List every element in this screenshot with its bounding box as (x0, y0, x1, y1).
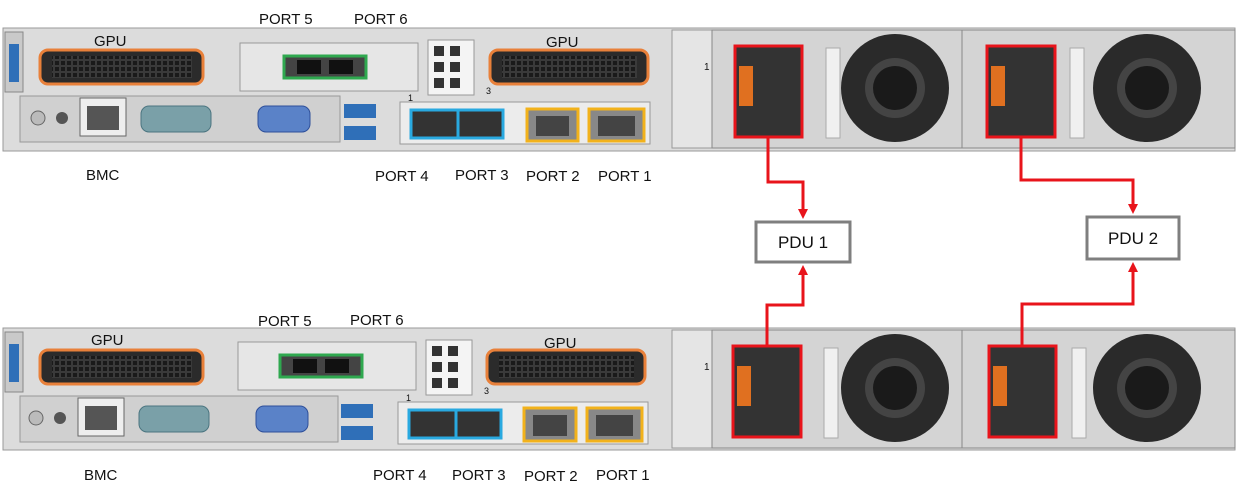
psu-bay (671, 329, 713, 449)
usb-port-2 (341, 426, 373, 440)
system-id-button (30, 110, 46, 126)
gpu-right-label: GPU (546, 34, 579, 51)
port-4 (409, 108, 460, 140)
cable-server1-psu2-to-pdu2 (1019, 138, 1138, 214)
port-1-label: PORT 1 (596, 467, 650, 484)
port-4 (407, 408, 458, 440)
cable-server1-psu1-to-pdu1 (766, 138, 808, 219)
power-cables (765, 138, 1138, 346)
port-4-label: PORT 4 (375, 168, 429, 185)
port-5-6-sfp (278, 353, 364, 379)
psu-slot-label: 1 (704, 62, 710, 73)
psu-1-fan (841, 334, 949, 442)
port-6-label: PORT 6 (350, 312, 404, 329)
port-3-label: PORT 3 (455, 167, 509, 184)
slot-a-label: 1 (406, 393, 411, 403)
power-indicator (56, 112, 68, 124)
slot-a-label: 1 (408, 93, 413, 103)
release-latch (9, 344, 19, 382)
bmc-label: BMC (84, 467, 118, 484)
port-1-label: PORT 1 (598, 168, 652, 185)
port-3 (456, 108, 505, 140)
slot-b-label: 3 (484, 386, 489, 396)
port-6-label: PORT 6 (354, 11, 408, 28)
psu-2-fan (1093, 334, 1201, 442)
vga-port (257, 105, 311, 133)
psu-bay (671, 29, 713, 149)
power-indicator (54, 412, 66, 424)
port-4-label: PORT 4 (373, 467, 427, 484)
pdu-2: PDU 2 (1085, 215, 1181, 261)
server-1: GPU GPU PORT 5 PORT 6 BMC PORT 4 PORT 3 … (2, 11, 1236, 185)
port-5-6-sfp (282, 54, 368, 80)
vga-port (255, 405, 309, 433)
port-3 (454, 408, 503, 440)
pdu-1: PDU 1 (754, 220, 852, 264)
gpu-left-label: GPU (94, 33, 127, 50)
cable-server2-psu1-to-pdu1 (765, 265, 808, 346)
pdu-1-box (754, 220, 852, 264)
usb-port-1 (341, 404, 373, 418)
pdu-2-box (1085, 215, 1181, 261)
release-latch (9, 44, 19, 82)
gpu-left-label: GPU (91, 332, 124, 349)
usb-port-1 (344, 104, 376, 118)
cable-server2-psu2-to-pdu2 (1020, 262, 1138, 346)
system-id-button (28, 410, 44, 426)
serial-port (140, 105, 212, 133)
port-2-label: PORT 2 (526, 168, 580, 185)
port-2-label: PORT 2 (524, 468, 578, 485)
slot-b-label: 3 (486, 86, 491, 96)
psu-1-fan (841, 34, 949, 142)
server-2: GPU GPU PORT 5 PORT 6 BMC PORT 4 PORT 3 … (2, 312, 1236, 485)
pdu-1-label: PDU 1 (778, 233, 828, 252)
port-5-label: PORT 5 (258, 313, 312, 330)
gpu-right-label: GPU (544, 335, 577, 352)
psu-2-fan (1093, 34, 1201, 142)
serial-port (138, 405, 210, 433)
pdu-2-label: PDU 2 (1108, 229, 1158, 248)
port-3-label: PORT 3 (452, 467, 506, 484)
bmc-label: BMC (86, 167, 120, 184)
psu-slot-label: 1 (704, 362, 710, 373)
usb-port-2 (344, 126, 376, 140)
port-5-label: PORT 5 (259, 11, 313, 28)
